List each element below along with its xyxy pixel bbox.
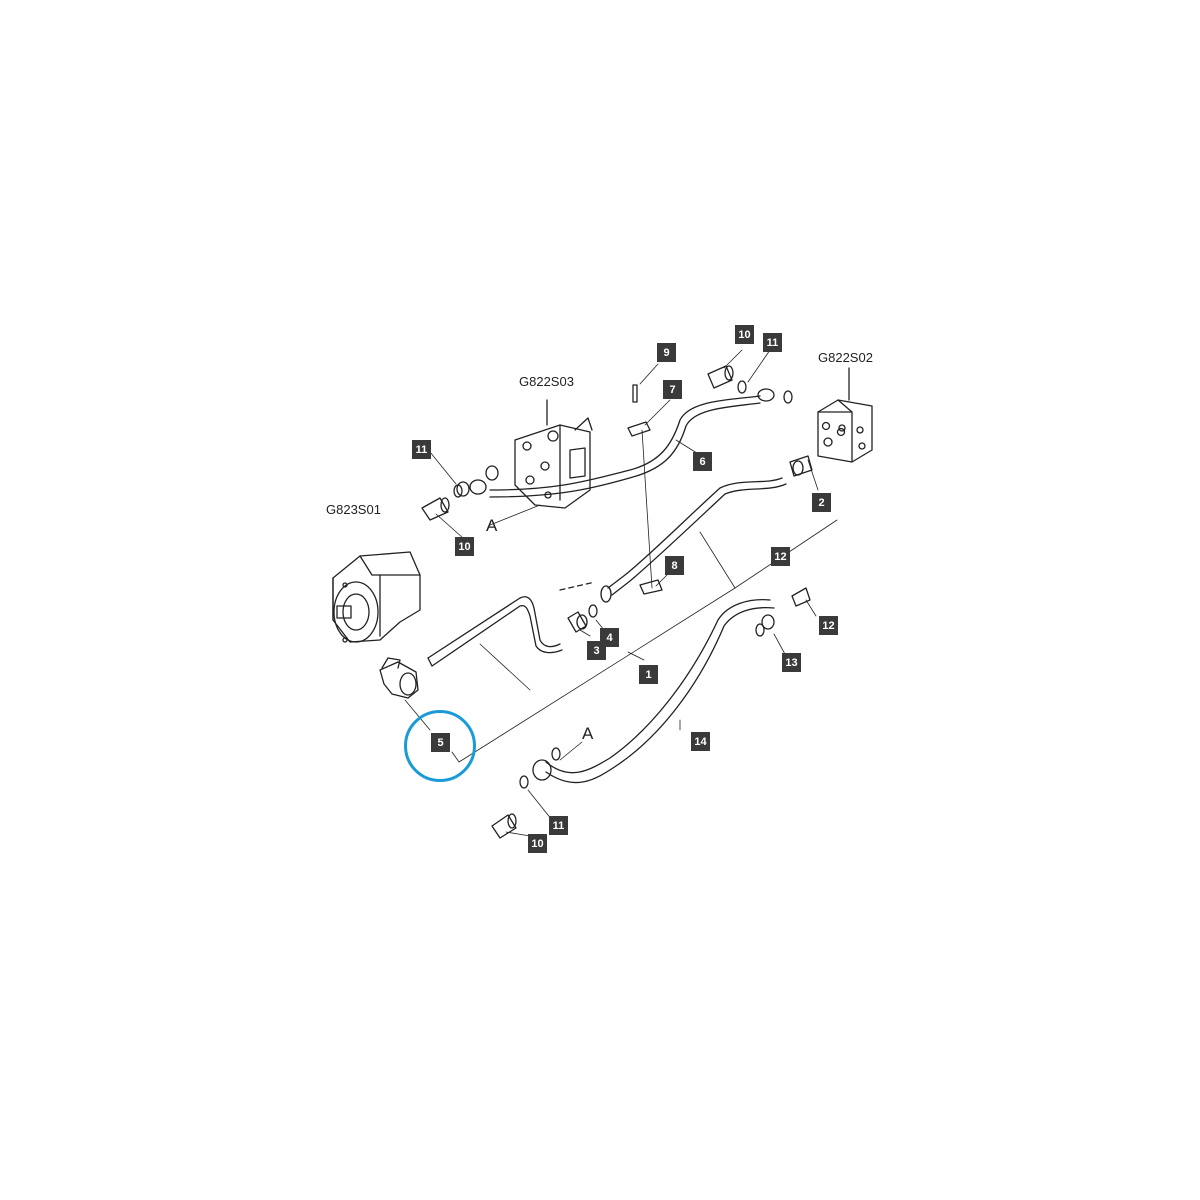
pipe-12 (600, 455, 813, 603)
elbow-fitting (379, 657, 419, 699)
pipe-14 (532, 587, 811, 784)
callout-13[interactable]: 13 (782, 653, 801, 672)
callout-9[interactable]: 9 (657, 343, 676, 362)
callout-6[interactable]: 6 (693, 452, 712, 471)
pipe-6 (456, 388, 793, 498)
callout-2[interactable]: 2 (812, 493, 831, 512)
clamp-parts (627, 384, 663, 595)
callout-12-right[interactable]: 12 (819, 616, 838, 635)
banjo-bolts (421, 365, 747, 839)
view-mark-a-upper: A (486, 516, 498, 535)
callout-12-mid[interactable]: 12 (771, 547, 790, 566)
callout-11-top[interactable]: 11 (763, 333, 782, 352)
assembly-label-pump: G823S01 (326, 502, 381, 517)
manifold-block (817, 367, 873, 463)
callout-1[interactable]: 1 (639, 665, 658, 684)
callout-5[interactable]: 5 (431, 733, 450, 752)
control-valve-block (514, 399, 593, 509)
view-mark-a-lower: A (582, 724, 594, 743)
assembly-label-valve-block: G822S03 (519, 374, 574, 389)
assembly-label-manifold: G822S02 (818, 350, 873, 365)
callout-4[interactable]: 4 (600, 628, 619, 647)
callout-14[interactable]: 14 (691, 732, 710, 751)
callout-10-left[interactable]: 10 (455, 537, 474, 556)
callout-11-left[interactable]: 11 (412, 440, 431, 459)
pipe-1 (427, 581, 596, 667)
highlight-ring (404, 710, 476, 782)
callout-10-bottom[interactable]: 10 (528, 834, 547, 853)
callout-8[interactable]: 8 (665, 556, 684, 575)
fittings-3-4 (567, 604, 598, 633)
callout-7[interactable]: 7 (663, 380, 682, 399)
hydraulic-pump (332, 551, 421, 643)
callout-11-bottom[interactable]: 11 (549, 816, 568, 835)
callout-10-top[interactable]: 10 (735, 325, 754, 344)
